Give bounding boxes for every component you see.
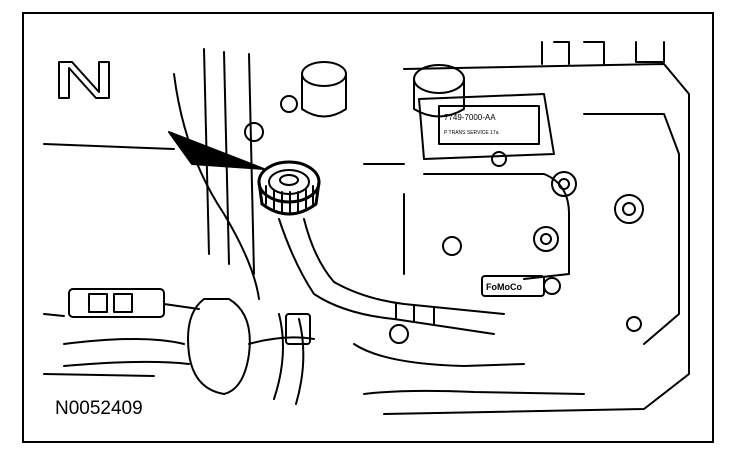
top-cylinders [301, 61, 465, 118]
orientation-letter [58, 61, 110, 99]
bolts [244, 95, 644, 344]
fill-cap [257, 160, 321, 216]
wire-connector [68, 288, 200, 318]
illustration-frame: 7749-7000-AA P TRANS SERVICE 17a FoMoCo … [22, 12, 714, 443]
filler-tube [278, 218, 505, 335]
transmission-housing [363, 63, 690, 415]
part-label-plate [438, 105, 540, 145]
large-hose [63, 298, 315, 395]
reference-number: N0052409 [55, 398, 143, 419]
brand-tag-label: FoMoCo [486, 282, 522, 292]
top-right-lettering [541, 41, 665, 65]
engine-bay-illustration: 7749-7000-AA P TRANS SERVICE 17a FoMoCo [43, 41, 690, 415]
sensor-connector [285, 313, 311, 345]
pointer-arrow [43, 131, 265, 170]
part-number-label: 7749-7000-AA [444, 113, 496, 122]
part-small-label: P TRANS SERVICE 17a [444, 130, 499, 136]
